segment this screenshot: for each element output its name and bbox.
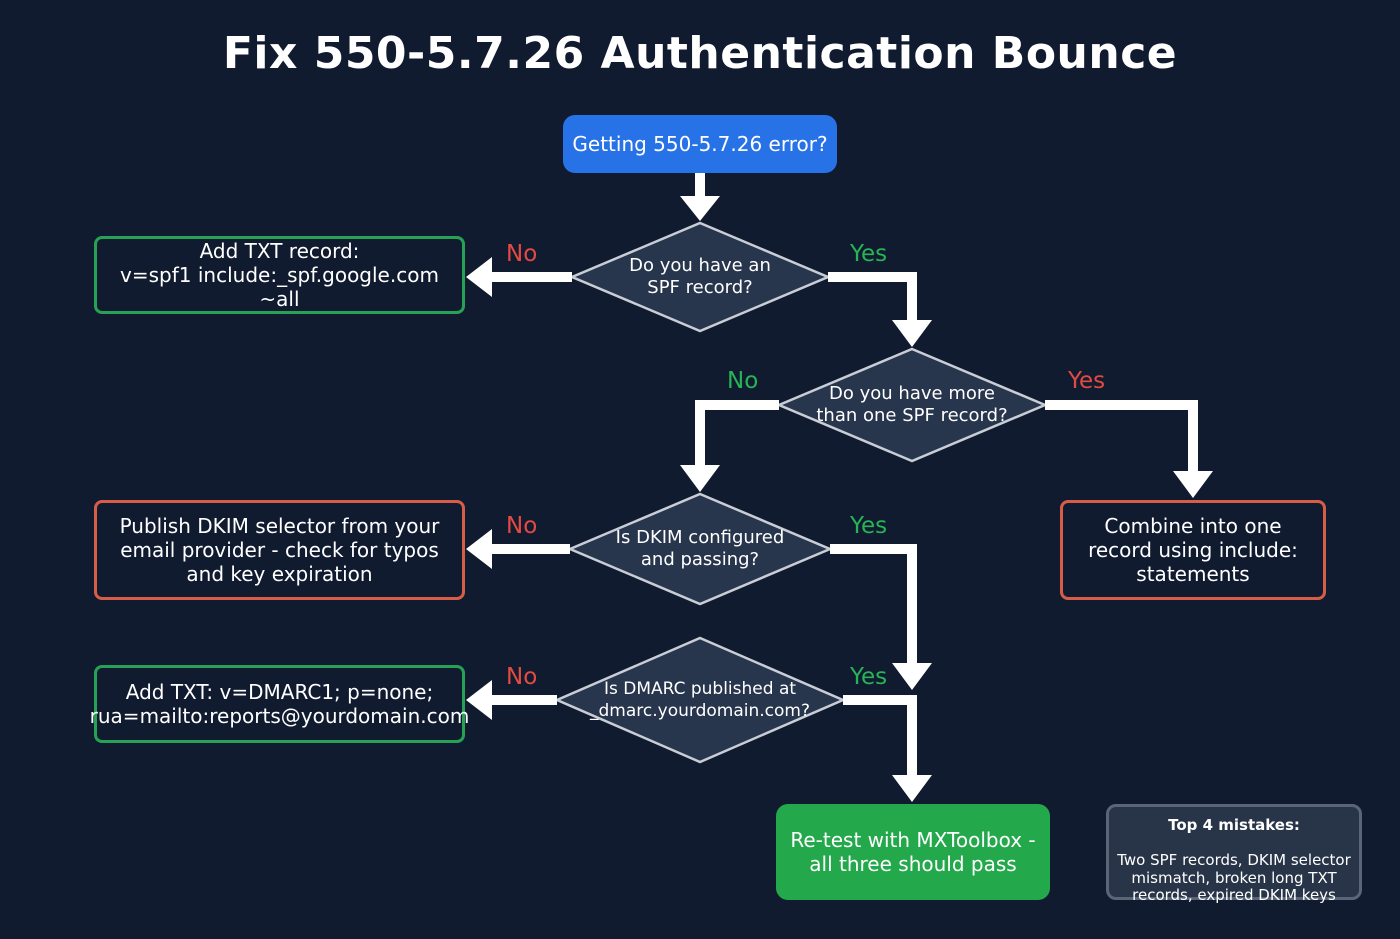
fix-dmarc-box: Add TXT: v=DMARC1; p=none; rua=mailto:re… xyxy=(90,665,469,743)
fix-dkim-text: Publish DKIM selector from your email pr… xyxy=(119,514,440,586)
start-node-label: Getting 550-5.7.26 error? xyxy=(572,132,828,156)
arrowhead-start-to-spf xyxy=(680,196,720,221)
arrowhead-dkim-no xyxy=(466,529,492,569)
page-title: Fix 550-5.7.26 Authentication Bounce xyxy=(222,28,1178,79)
decision-diamonds xyxy=(553,221,1049,764)
fix-combine-spf-box: Combine into one record using include: s… xyxy=(1060,500,1326,600)
fix-combine-spf-text: Combine into one record using include: s… xyxy=(1088,514,1298,586)
connector-dkim-yes xyxy=(830,544,917,665)
edge-label-dkim-yes: Yes xyxy=(850,513,888,539)
retest-node: Re-test with MXToolbox - all three shoul… xyxy=(776,804,1050,900)
connector-spf-yes xyxy=(828,272,917,322)
decision-spf-label-box: Do you have an SPF record? xyxy=(600,251,800,303)
start-node: Getting 550-5.7.26 error? xyxy=(563,115,837,173)
connector-multi-yes xyxy=(1045,400,1198,473)
edge-label-dkim-no: No xyxy=(506,513,538,539)
edge-label-spf-yes: Yes xyxy=(850,241,888,267)
decision-dkim-label: Is DKIM configured and passing? xyxy=(615,527,785,570)
arrowhead-dkim-yes xyxy=(892,663,932,690)
mistakes-note: Top 4 mistakes: Two SPF records, DKIM se… xyxy=(1106,804,1362,904)
decision-dmarc-label-box: Is DMARC published at _dmarc.yourdomain.… xyxy=(580,676,820,724)
decision-multi-spf-label: Do you have more than one SPF record? xyxy=(816,383,1008,426)
decision-dkim-label-box: Is DKIM configured and passing? xyxy=(595,525,805,573)
arrowheads xyxy=(466,196,1213,802)
fix-spf-text: Add TXT record: v=spf1 include:_spf.goog… xyxy=(120,239,439,311)
arrowhead-spf-no xyxy=(466,257,492,297)
fix-dkim-box: Publish DKIM selector from your email pr… xyxy=(94,500,465,600)
fix-dmarc-text: Add TXT: v=DMARC1; p=none; rua=mailto:re… xyxy=(89,680,470,728)
diamond-multi-spf xyxy=(775,347,1049,463)
mistakes-note-heading: Top 4 mistakes: xyxy=(1168,816,1300,834)
arrowhead-dmarc-yes xyxy=(892,775,932,802)
decision-multi-spf-label-box: Do you have more than one SPF record? xyxy=(797,379,1027,431)
diamond-dkim xyxy=(566,492,834,606)
arrowhead-multi-no xyxy=(680,465,720,492)
edge-label-multi-yes: Yes xyxy=(1068,368,1106,394)
retest-node-text: Re-test with MXToolbox - all three shoul… xyxy=(790,828,1036,876)
connector-multi-no xyxy=(695,400,779,467)
diamond-spf xyxy=(568,221,832,333)
edge-label-dmarc-yes: Yes xyxy=(850,664,888,690)
arrowhead-dmarc-no xyxy=(466,680,492,720)
edge-label-spf-no: No xyxy=(506,241,538,267)
diamond-dmarc xyxy=(553,636,847,764)
decision-dmarc-label: Is DMARC published at _dmarc.yourdomain.… xyxy=(590,679,810,721)
edge-label-multi-no: No xyxy=(727,368,759,394)
decision-spf-label: Do you have an SPF record? xyxy=(629,255,771,298)
connector-dmarc-yes xyxy=(843,695,917,777)
arrowhead-spf-yes xyxy=(892,320,932,347)
fix-spf-box: Add TXT record: v=spf1 include:_spf.goog… xyxy=(94,236,465,314)
edge-label-dmarc-no: No xyxy=(506,664,538,690)
connectors xyxy=(490,173,1198,777)
mistakes-note-body: Two SPF records, DKIM selector mismatch,… xyxy=(1117,851,1351,904)
arrowhead-multi-yes xyxy=(1173,471,1213,498)
